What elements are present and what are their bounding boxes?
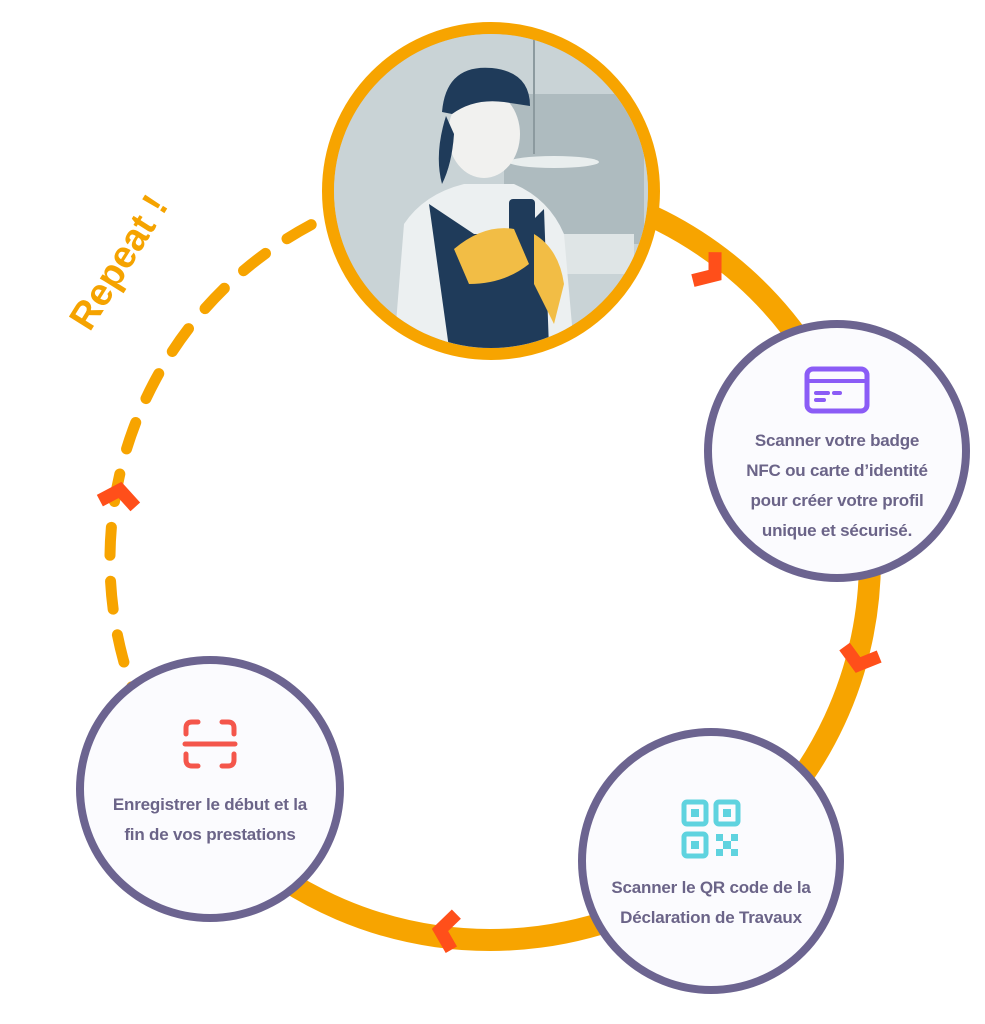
chevron-arrow-icon [691,252,722,287]
scan-icon [182,719,238,769]
step-text: Scanner le QR code de la Déclaration de … [611,878,811,927]
step-text: Scanner votre badge NFC ou carte d’ident… [746,431,928,540]
chevron-arrow-icon [431,909,461,954]
worker-photo [322,22,660,360]
worker-illustration [334,34,648,348]
step-text: Enregistrer le début et la fin de vos pr… [112,795,308,844]
chevron-arrow-icon [96,481,141,512]
chevron-arrow-icon [839,642,882,673]
step-scan-badge: Scanner votre badge NFC ou carte d’ident… [704,320,970,582]
id-card-icon [804,366,870,414]
qr-code-icon [681,799,741,859]
step-scan-qr: Scanner le QR code de la Déclaration de … [578,728,844,994]
step-record-times: Enregistrer le début et la fin de vos pr… [76,656,344,922]
